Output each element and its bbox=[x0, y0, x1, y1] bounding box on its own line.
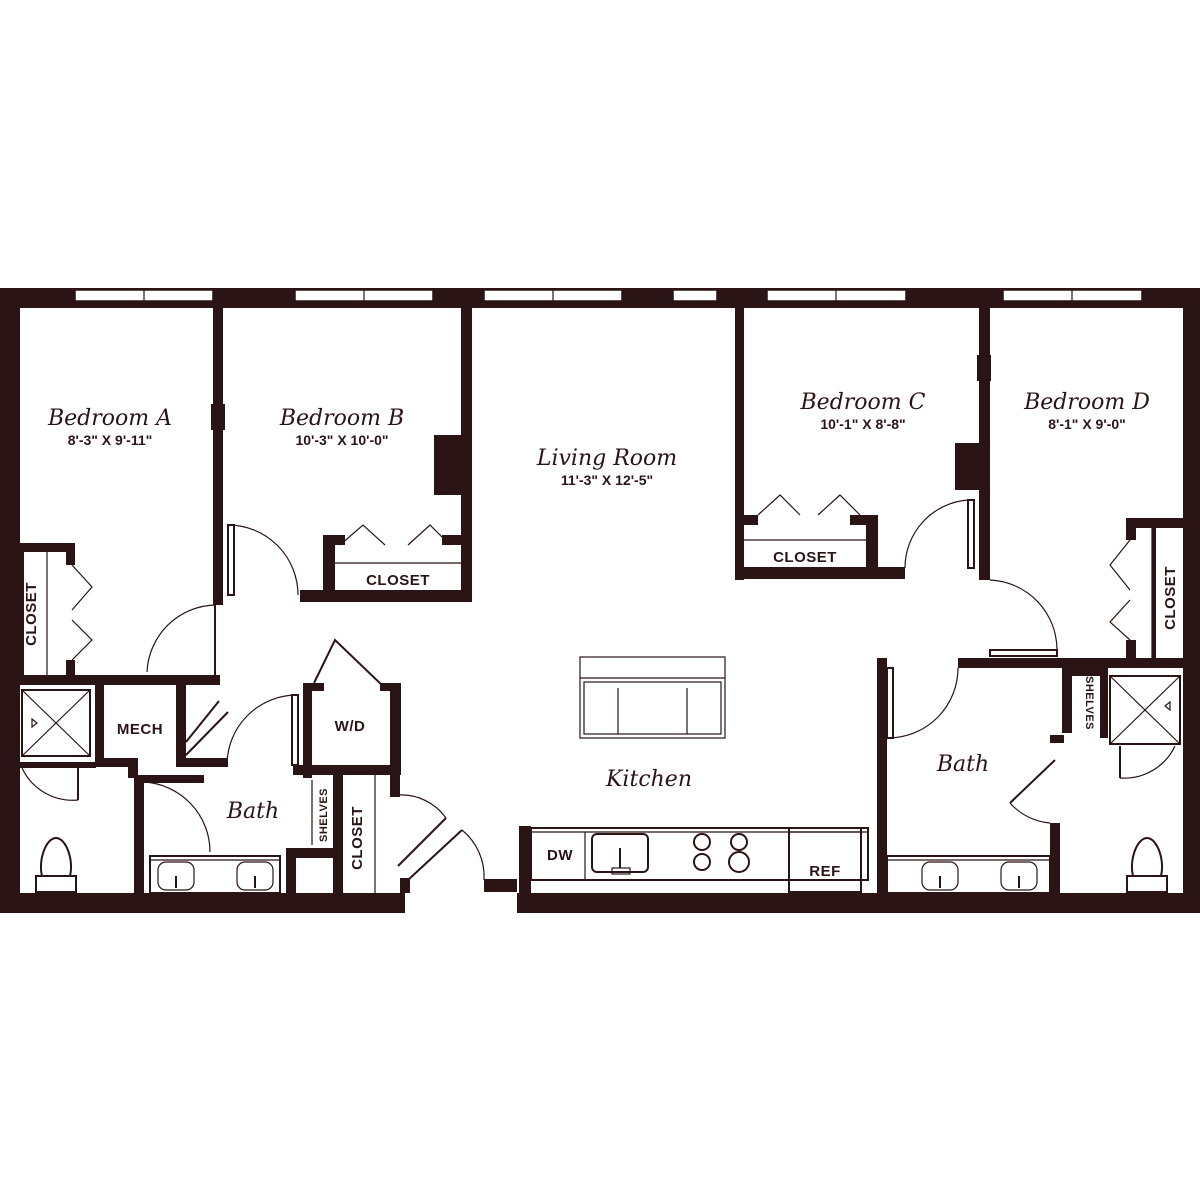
bath-left-name: Bath bbox=[226, 799, 279, 824]
bedroom-a-dims: 8'-3" X 9'-11" bbox=[68, 432, 153, 448]
interior-walls bbox=[20, 305, 1186, 893]
bedroom-d-name: Bedroom D bbox=[1023, 390, 1150, 415]
shelves-left-label: SHELVES bbox=[318, 788, 330, 842]
closet-a-label: CLOSET bbox=[23, 582, 40, 646]
kitchen-counter bbox=[530, 827, 869, 893]
ref-label: REF bbox=[809, 863, 841, 880]
wd-label: W/D bbox=[335, 718, 366, 735]
bedroom-a-name: Bedroom A bbox=[47, 406, 172, 431]
bedroom-c-name: Bedroom C bbox=[800, 390, 926, 415]
dw-label: DW bbox=[547, 847, 573, 864]
closet-bifold-doors bbox=[71, 494, 1131, 661]
closet-d-label: CLOSET bbox=[1162, 566, 1179, 630]
fixtures bbox=[21, 528, 1181, 894]
toilet-right bbox=[1126, 836, 1168, 893]
closet-b-label: CLOSET bbox=[366, 572, 430, 589]
shelves-right-label: SHELVES bbox=[1083, 676, 1095, 730]
kitchen-island bbox=[579, 656, 726, 739]
windows bbox=[74, 289, 1143, 302]
bedroom-b-name: Bedroom B bbox=[279, 406, 404, 431]
closet-hall-label: CLOSET bbox=[349, 806, 366, 870]
toilet-left bbox=[35, 836, 77, 893]
doors bbox=[21, 499, 1176, 881]
mech-label: MECH bbox=[117, 721, 163, 738]
kitchen-name: Kitchen bbox=[605, 767, 692, 792]
bedroom-d-dims: 8'-1" X 9'-0" bbox=[1048, 416, 1126, 432]
exterior-walls bbox=[0, 288, 1200, 913]
space-labels: CLOSET CLOSET CLOSET CLOSET CLOSET MECH … bbox=[23, 549, 1179, 880]
bedroom-c-dims: 10'-1" X 8'-8" bbox=[820, 416, 905, 432]
bath-right-name: Bath bbox=[936, 752, 989, 777]
living-room-dims: 11'-3" X 12'-5" bbox=[561, 472, 653, 488]
bedroom-b-dims: 10'-3" X 10'-0" bbox=[295, 432, 388, 448]
room-labels: Bedroom A 8'-3" X 9'-11" Bedroom B 10'-3… bbox=[47, 390, 1150, 824]
living-room-name: Living Room bbox=[536, 446, 677, 471]
closet-c-label: CLOSET bbox=[773, 549, 837, 566]
